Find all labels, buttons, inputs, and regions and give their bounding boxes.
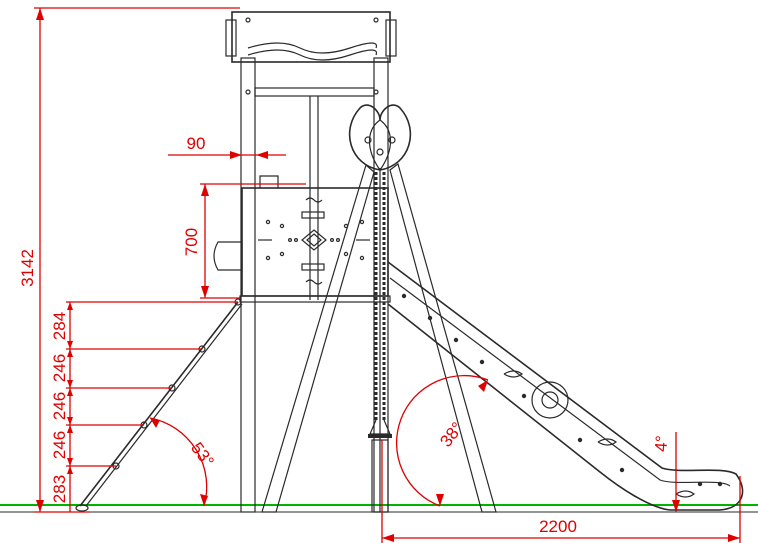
angle-slide-exit: 4° xyxy=(651,432,680,512)
deck-side-handle xyxy=(213,241,243,271)
roof-beam xyxy=(254,87,375,97)
angle-ladder: 53° xyxy=(149,417,218,507)
slide-round-panel xyxy=(531,381,569,419)
swing-chain xyxy=(368,172,392,513)
climbing-ladder xyxy=(75,298,243,512)
slide-angle-label: 4° xyxy=(651,435,671,453)
flower-ornament xyxy=(348,104,412,171)
rung-spacing-label: 283 xyxy=(50,475,69,503)
post-offset-label: 90 xyxy=(187,134,206,153)
swing-a-frame xyxy=(261,162,497,513)
rung-spacing-label: 246 xyxy=(50,431,69,459)
tower-posts xyxy=(240,57,389,513)
swing-seat xyxy=(368,434,392,438)
deck-diamond-ornament xyxy=(301,229,327,251)
dim-post-offset: 90 xyxy=(168,134,286,159)
swing-leg-right xyxy=(389,162,497,513)
total-height-label: 3142 xyxy=(18,249,37,287)
tower-post-left xyxy=(240,57,256,513)
rung-spacing-label: 246 xyxy=(50,354,69,382)
slide-body xyxy=(387,261,744,511)
deck-height-label: 700 xyxy=(182,228,201,256)
deck-panel xyxy=(213,175,391,303)
rung-spacing-label: 284 xyxy=(50,312,69,340)
dim-slide-length: 2200 xyxy=(381,440,741,543)
ladder-rail xyxy=(79,301,239,507)
swing-leg-left xyxy=(261,163,375,513)
slide-length-label: 2200 xyxy=(539,517,577,536)
dim-deck-height: 700 xyxy=(182,183,306,299)
dim-total-height: 3142 xyxy=(18,7,240,513)
dim-rung-spacing: 284 246 246 246 283 xyxy=(50,301,238,512)
roof-panel xyxy=(225,11,397,95)
angle-swing-frame: 38° xyxy=(395,374,489,507)
slide xyxy=(387,261,744,511)
swing-angle-label: 38° xyxy=(436,419,467,451)
rung-spacing-label: 246 xyxy=(50,392,69,420)
